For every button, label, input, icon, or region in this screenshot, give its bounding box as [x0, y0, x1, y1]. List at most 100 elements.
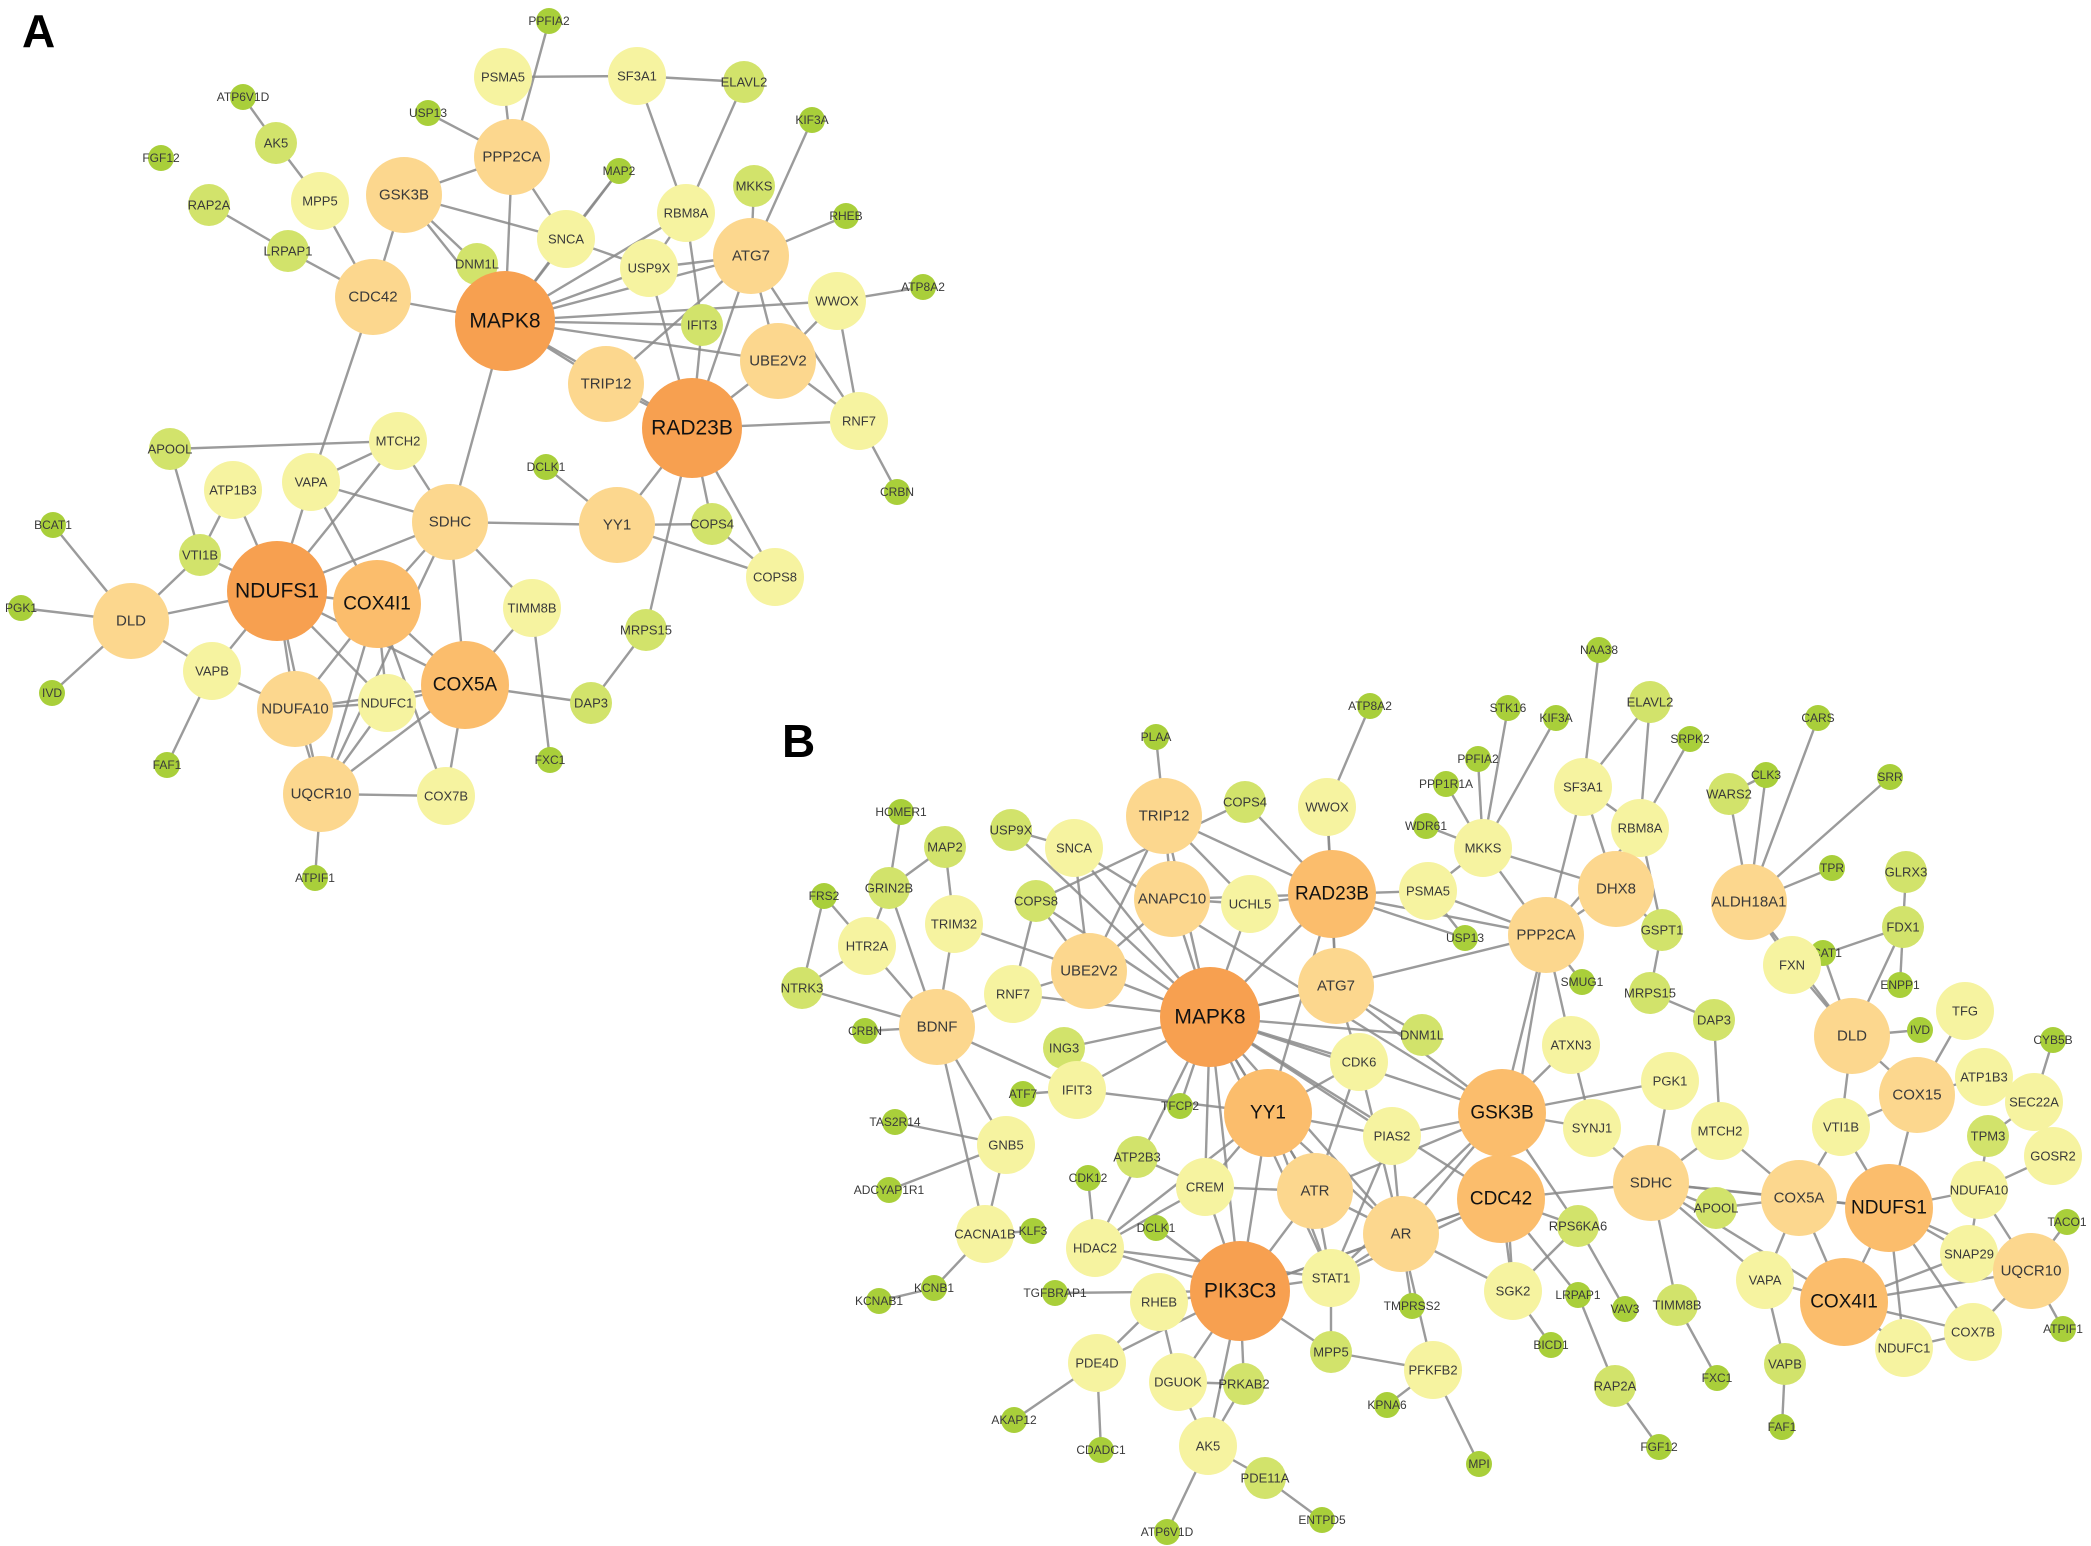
node-label: MAP2 [603, 164, 636, 178]
node-circle [1578, 851, 1654, 927]
node-circle [1374, 1392, 1400, 1418]
node-circle [1190, 1241, 1290, 1341]
node-label: ATP6V1D [1141, 1525, 1194, 1539]
node-label: ATG7 [1317, 978, 1355, 995]
node-circle [2054, 1209, 2080, 1235]
node-circle [1763, 936, 1821, 994]
node-a-sdhc: SDHC [412, 484, 488, 560]
node-label: ADCYAP1R1 [854, 1183, 925, 1197]
node-circle [1612, 1296, 1638, 1322]
node-a-ndufa10: NDUFA10 [257, 671, 333, 747]
node-circle [1224, 1069, 1312, 1157]
node-label: COX7B [1951, 1325, 1995, 1340]
node-b-prkab2: PRKAB2 [1218, 1363, 1270, 1405]
node-circle [642, 378, 742, 478]
node-a-dap3: DAP3 [570, 682, 612, 724]
node-circle [579, 487, 655, 563]
node-b-smug1: SMUG1 [1561, 969, 1604, 995]
node-circle [8, 595, 34, 621]
node-b-cox5a: COX5A [1761, 1160, 1837, 1236]
node-label: STK16 [1490, 701, 1527, 715]
node-circle [984, 965, 1042, 1023]
node-b-naa38: NAA38 [1580, 637, 1618, 663]
node-circle [781, 967, 823, 1009]
node-a-rbm8a: RBM8A [657, 184, 715, 242]
node-a-ppfia2: PPFIA2 [528, 8, 570, 34]
node-circle [1907, 1017, 1933, 1043]
node-b-dap3: DAP3 [1693, 999, 1735, 1041]
node-circle [148, 145, 174, 171]
node-a-vapb: VAPB [183, 642, 241, 700]
node-circle [1495, 695, 1521, 721]
node-circle [1413, 813, 1439, 839]
node-b-ing3: ING3 [1043, 1027, 1085, 1069]
node-circle [179, 534, 221, 576]
node-a-vti1b: VTI1B [179, 534, 221, 576]
node-a-mkks: MKKS [733, 165, 775, 207]
node-b-wars2: WARS2 [1706, 773, 1752, 815]
node-b-fgf12: FGF12 [1640, 1434, 1678, 1460]
node-b-cyb5b: CYB5B [2033, 1027, 2073, 1053]
node-label: VAV3 [1611, 1302, 1640, 1316]
node-label: SF3A1 [617, 69, 657, 84]
node-circle [1001, 1407, 1027, 1433]
node-label: KIF3A [795, 113, 828, 127]
node-circle [1223, 1363, 1265, 1405]
node-circle [882, 1109, 908, 1135]
node-label: FAF1 [153, 758, 182, 772]
node-circle [1088, 1437, 1114, 1463]
node-label: PPFIA2 [528, 14, 570, 28]
node-label: RAP2A [188, 198, 231, 213]
node-b-mkks: MKKS [1454, 819, 1512, 877]
node-label: COPS8 [753, 570, 797, 585]
node-b-cox15: COX15 [1879, 1057, 1955, 1133]
node-label: KCNB1 [914, 1281, 954, 1295]
node-circle [1565, 1282, 1591, 1308]
node-circle [1611, 799, 1669, 857]
node-label: COX5A [1774, 1190, 1825, 1207]
node-circle [2005, 1073, 2063, 1131]
node-b-ppfia2: PPFIA2 [1457, 746, 1499, 772]
node-label: SDHC [1630, 1175, 1673, 1192]
node-label: UBE2V2 [749, 353, 807, 370]
node-label: DAP3 [1697, 1013, 1731, 1028]
node-label: CDK12 [1069, 1171, 1108, 1185]
node-circle [335, 259, 411, 335]
node-circle [1936, 982, 1994, 1040]
node-circle [93, 583, 169, 659]
node-circle [1302, 1249, 1360, 1307]
node-circle [1800, 1258, 1888, 1346]
edge-a-apool-mtch2 [169, 439, 399, 451]
node-circle [1538, 1332, 1564, 1358]
node-circle [1130, 1273, 1188, 1331]
node-circle [1613, 1145, 1689, 1221]
node-circle [1116, 1136, 1158, 1178]
node-label: PSMA5 [1406, 884, 1450, 899]
node-b-aldh18a1: ALDH18A1 [1711, 864, 1787, 940]
node-b-usp13: USP13 [1446, 925, 1484, 951]
node-label: NDUFA10 [261, 701, 329, 718]
node-b-dclk1: DCLK1 [1137, 1215, 1176, 1241]
node-b-tpm3: TPM3 [1967, 1115, 2009, 1157]
node-circle [474, 119, 550, 195]
node-circle [1298, 948, 1374, 1024]
node-circle [1882, 906, 1924, 948]
node-b-sec22a: SEC22A [2005, 1073, 2063, 1131]
node-circle [990, 809, 1032, 851]
node-a-ifit3: IFIT3 [681, 304, 723, 346]
node-label: ATP8A2 [1348, 699, 1392, 713]
node-circle [455, 271, 555, 371]
node-circle [1641, 909, 1683, 951]
node-a-rap2a: RAP2A [188, 184, 231, 226]
edge-a-mapk8-wwox [504, 299, 838, 323]
node-label: TMPRSS2 [1384, 1299, 1441, 1313]
node-label: ATP2B3 [1113, 1150, 1160, 1165]
node-circle [1399, 862, 1457, 920]
node-b-ppp2ca: PPP2CA [1508, 897, 1584, 973]
node-b-gnb5: GNB5 [977, 1116, 1035, 1174]
node-label: UQCR10 [291, 786, 352, 803]
